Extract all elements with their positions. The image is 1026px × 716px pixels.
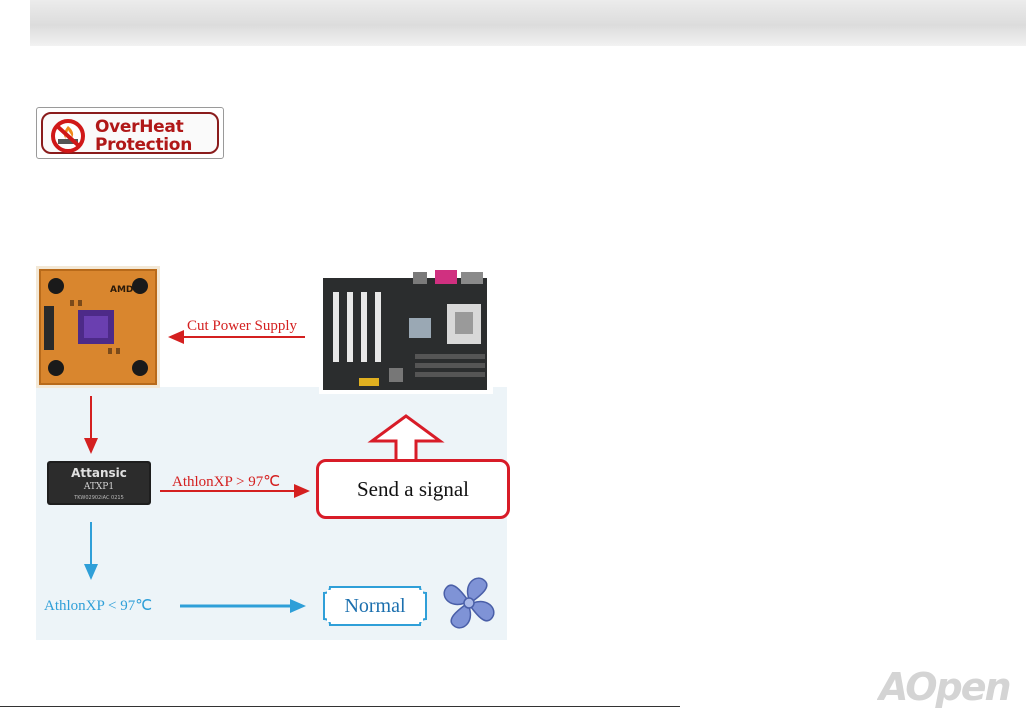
- cool-temperature-label: AthlonXP < 97℃: [44, 596, 152, 615]
- cpu-to-chip-arrowhead: [84, 438, 98, 454]
- signal-up-arrow: [372, 416, 440, 459]
- hot-temperature-label: AthlonXP > 97℃: [172, 472, 280, 491]
- cut-power-label: Cut Power Supply: [187, 318, 297, 335]
- aopen-logo-text: AOpen: [877, 665, 1010, 709]
- aopen-logo: AOpen: [877, 660, 1026, 710]
- cut-power-arrowhead: [168, 330, 184, 344]
- cool-arrowhead: [290, 599, 306, 613]
- chip-to-normal-arrowhead: [84, 564, 98, 580]
- cooling-fan-icon: [440, 573, 498, 633]
- footer-divider: [0, 706, 680, 707]
- hot-arrowhead: [294, 484, 310, 498]
- send-signal-box: Send a signal: [316, 459, 510, 519]
- normal-status-label: Normal: [327, 590, 423, 622]
